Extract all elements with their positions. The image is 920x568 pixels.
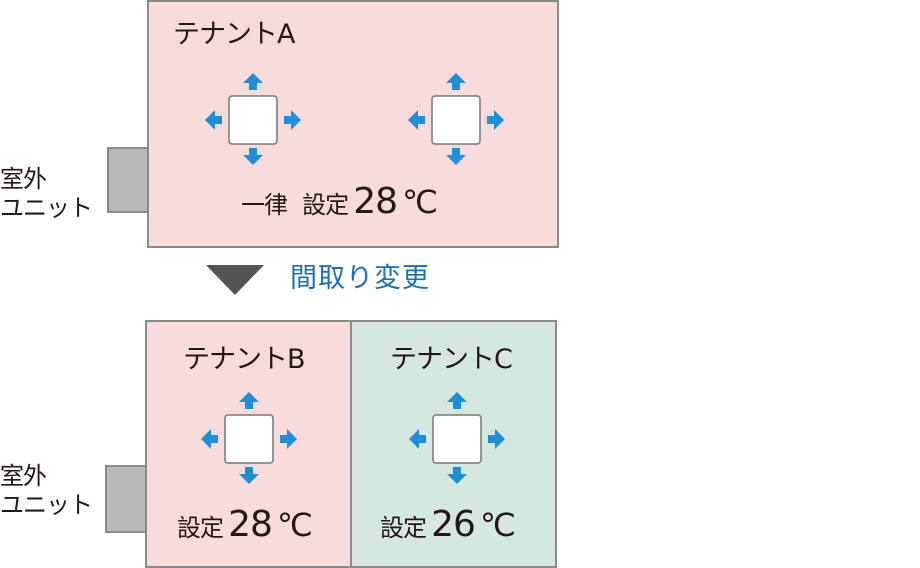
arrow-left-icon: [201, 429, 218, 449]
outdoor-unit-label-before: 室外 ユニット: [0, 165, 93, 223]
setting-label: 設定: [177, 514, 224, 542]
tenant-c-name: テナントC: [390, 344, 513, 375]
arrow-down-icon: [243, 148, 263, 165]
down-triangle-icon: [206, 265, 264, 295]
tenant-c-setting: 設定 26 ℃: [380, 507, 516, 543]
setting-temperature: 28: [228, 504, 273, 545]
ac-unit-b: [201, 392, 297, 484]
setting-temperature: 26: [431, 504, 476, 545]
setting-label: 設定: [380, 514, 427, 542]
arrow-left-icon: [205, 110, 222, 130]
arrow-up-icon: [446, 73, 466, 90]
arrow-right-icon: [487, 110, 504, 130]
arrow-up-icon: [243, 73, 263, 90]
tenant-b-name: テナントB: [183, 344, 306, 375]
outdoor-unit-before: [107, 147, 149, 213]
outdoor-unit-after: [105, 465, 147, 533]
arrow-right-icon: [284, 110, 301, 130]
tenant-a-setting: 一律 設定 28 ℃: [241, 184, 438, 220]
ac-unit-icon: [205, 73, 301, 165]
ac-unit-icon: [408, 73, 504, 165]
arrow-down-icon: [239, 467, 259, 484]
setting-temperature: 28: [353, 181, 398, 222]
arrow-right-icon: [488, 429, 505, 449]
outdoor-unit-label-after: 室外 ユニット: [0, 462, 93, 520]
outdoor-label-line2: ユニット: [0, 194, 93, 222]
ac-unit-a2: [408, 73, 504, 165]
outdoor-label-line1: 室外: [0, 165, 47, 193]
temperature-unit: ℃: [480, 506, 516, 544]
arrow-down-icon: [447, 467, 467, 484]
outdoor-label-line1: 室外: [0, 462, 47, 490]
temperature-unit: ℃: [402, 183, 439, 221]
ac-unit-a1: [205, 73, 301, 165]
layout-change-label: 間取り変更: [290, 263, 430, 294]
arrow-up-icon: [239, 392, 259, 409]
setting-label: 設定: [302, 191, 349, 219]
uniform-label: 一律: [241, 191, 288, 219]
tenant-b-setting: 設定 28 ℃: [177, 507, 313, 543]
arrow-left-icon: [409, 429, 426, 449]
outdoor-label-line2: ユニット: [0, 491, 93, 519]
tenant-a-name: テナントA: [173, 19, 295, 50]
ac-unit-icon: [201, 392, 297, 484]
ac-unit-icon: [409, 392, 505, 484]
arrow-right-icon: [280, 429, 297, 449]
arrow-down-icon: [446, 148, 466, 165]
arrow-up-icon: [447, 392, 467, 409]
ac-unit-c: [409, 392, 505, 484]
arrow-left-icon: [408, 110, 425, 130]
temperature-unit: ℃: [277, 506, 313, 544]
